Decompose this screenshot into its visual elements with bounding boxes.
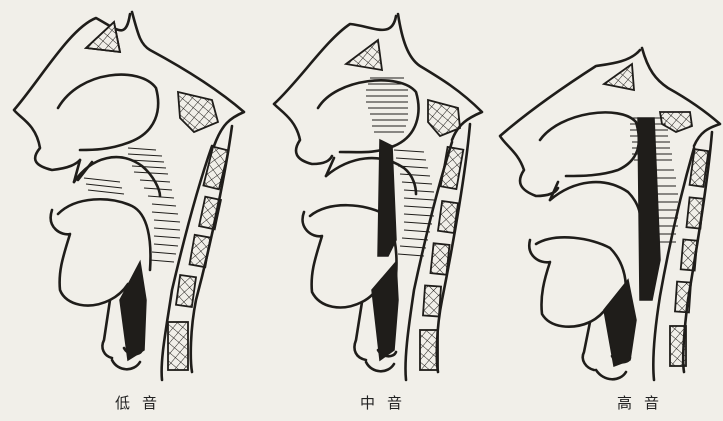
larynx-low (120, 262, 146, 360)
caption-mid-pitch: 中音 (321, 392, 441, 413)
panel-mid (274, 14, 482, 380)
panel-low (14, 12, 244, 380)
face-profile-high (500, 50, 640, 196)
larynx-mid (372, 262, 398, 360)
vertebrae-high (670, 149, 708, 366)
larynx-high (604, 280, 636, 366)
panel-high (500, 48, 720, 380)
caption-high-pitch: 高音 (578, 392, 698, 413)
caption-low-pitch: 低音 (76, 392, 196, 413)
vertebrae-low (168, 147, 229, 370)
vertebrae-mid (420, 147, 463, 370)
